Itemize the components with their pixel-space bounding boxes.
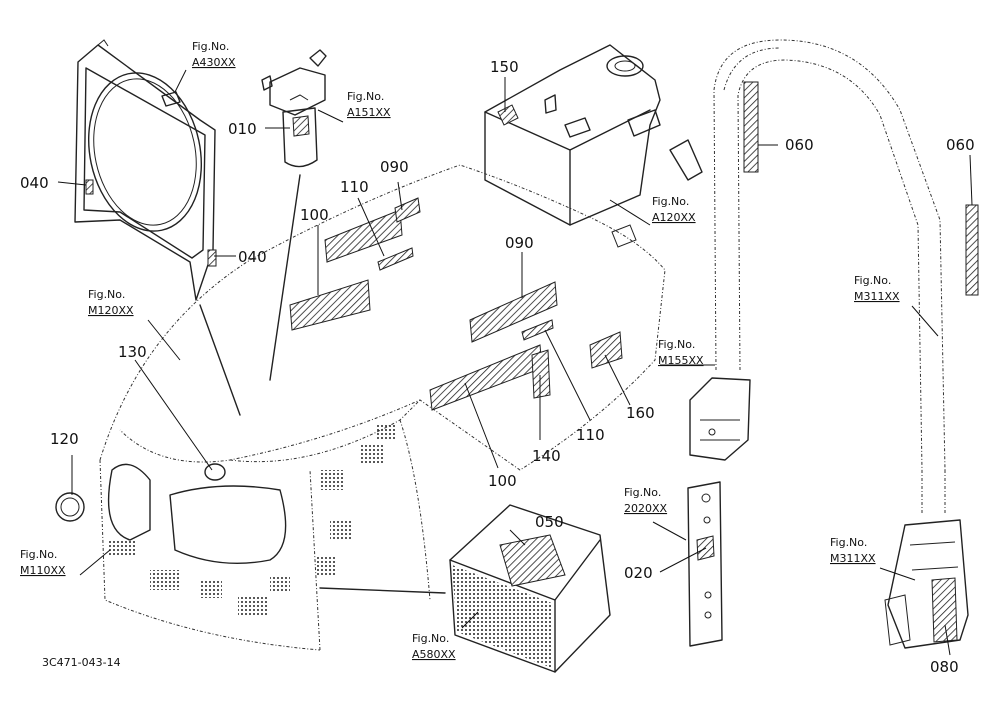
fig-ref-label: Fig.No.	[830, 536, 867, 549]
fig-ref-label: Fig.No.	[854, 274, 891, 287]
callout-080: 080	[930, 658, 959, 676]
radiator-shroud-icon	[74, 39, 217, 301]
callout-050: 050	[535, 513, 564, 531]
bonnet-icon	[55, 164, 666, 651]
fig-ref-label: Fig.No.	[88, 288, 125, 301]
fig-ref-code: M120XX	[88, 304, 134, 317]
fig-ref-label: Fig.No.	[347, 90, 384, 103]
fig-ref-code: M311XX	[854, 290, 900, 303]
callout-090: 090	[505, 234, 534, 252]
fig-ref-code: M110XX	[20, 564, 66, 577]
callout-100: 100	[300, 206, 329, 224]
fig-ref-label: Fig.No.	[652, 195, 689, 208]
callout-150: 150	[490, 58, 519, 76]
callout-040: 040	[20, 174, 49, 192]
callout-160: 160	[626, 404, 655, 422]
fuel-tank-icon	[484, 44, 703, 226]
fuel-filter-icon	[261, 49, 327, 168]
fig-ref-code: A430XX	[192, 56, 236, 69]
fig-ref-code: A151XX	[347, 106, 391, 119]
fig-ref-code: M155XX	[658, 354, 704, 367]
battery-icon	[319, 504, 611, 673]
fig-ref-label: Fig.No.	[412, 632, 449, 645]
callout-110: 110	[340, 178, 369, 196]
drawing-code: 3C471-043-14	[42, 656, 121, 669]
callout-140: 140	[532, 447, 561, 465]
fig-ref-label: Fig.No.	[658, 338, 695, 351]
callout-060: 060	[785, 136, 814, 154]
callout-130: 130	[118, 343, 147, 361]
callout-100: 100	[488, 472, 517, 490]
leader-lines	[57, 69, 973, 656]
fig-ref-code: A120XX	[652, 211, 696, 224]
callout-120: 120	[50, 430, 79, 448]
callout-060: 060	[946, 136, 975, 154]
callout-090: 090	[380, 158, 409, 176]
fig-ref-label: Fig.No.	[20, 548, 57, 561]
callout-040: 040	[238, 248, 267, 266]
fig-ref-code: 2020XX	[624, 502, 668, 515]
rops-frame-icon	[689, 39, 979, 515]
fig-ref-label: Fig.No.	[192, 40, 229, 53]
fig-ref-code: A580XX	[412, 648, 456, 661]
callout-110: 110	[576, 426, 605, 444]
rops-bracket-icon	[884, 519, 969, 649]
fig-ref-code: M311XX	[830, 552, 876, 565]
plate-icon	[687, 481, 723, 647]
callout-020: 020	[624, 564, 653, 582]
fig-ref-label: Fig.No.	[624, 486, 661, 499]
callout-010: 010	[228, 120, 257, 138]
